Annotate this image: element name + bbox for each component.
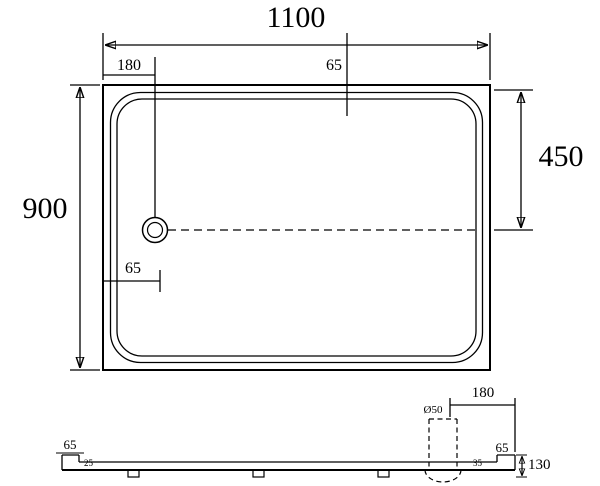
drain-diameter-label: Ø50 — [424, 404, 443, 416]
dim-drain-from-top: 450 — [494, 89, 584, 231]
dim-top-center-offset-label: 65 — [326, 57, 342, 74]
dim-drain-side-offset-label: 65 — [125, 260, 141, 277]
top-view: 1100 180 65 900 450 — [23, 1, 584, 371]
dim-drain-from-top-label: 450 — [539, 140, 584, 173]
dim-drain-to-edge-label: 180 — [472, 385, 495, 401]
left-rim-height-label: 65 — [64, 437, 77, 452]
overall-height-label: 130 — [528, 457, 551, 473]
right-rim-height-label: 65 — [496, 440, 509, 455]
dim-drain-side-offset: 65 — [103, 260, 161, 292]
drain-outer-circle — [141, 216, 169, 244]
side-view: Ø50 180 65 25 35 65 130 — [56, 385, 551, 483]
tray-outer-edge — [102, 84, 491, 371]
drain-trap-bowl — [424, 469, 462, 483]
drain-waste — [141, 216, 477, 244]
right-rim-width-label: 35 — [473, 458, 483, 468]
dim-drain-from-left-label: 180 — [117, 57, 141, 74]
drain-trap-hidden: Ø50 — [424, 404, 462, 483]
dim-drain-from-left: 180 — [103, 57, 156, 218]
left-rim-width-label: 25 — [84, 458, 94, 468]
tray-profile — [61, 454, 516, 478]
dim-top-center-offset: 65 — [326, 33, 348, 116]
dim-overall-depth-label: 900 — [23, 192, 68, 225]
tray-inner-floor-outline — [116, 98, 477, 357]
dim-right-rim: 35 65 — [473, 440, 509, 468]
dim-overall-width-label: 1100 — [267, 1, 326, 34]
dim-drain-to-edge: 180 — [449, 385, 516, 452]
foot — [127, 469, 140, 478]
dim-overall-width: 1100 — [102, 1, 491, 80]
foot — [377, 469, 390, 478]
dim-left-rim: 65 25 — [56, 437, 94, 468]
tray-rim-outline — [109, 91, 484, 364]
drain-inner-circle — [146, 221, 164, 239]
dim-overall-height: 130 — [516, 454, 551, 478]
foot — [252, 469, 265, 478]
dim-overall-depth: 900 — [23, 84, 100, 371]
tray-outline — [102, 84, 491, 371]
